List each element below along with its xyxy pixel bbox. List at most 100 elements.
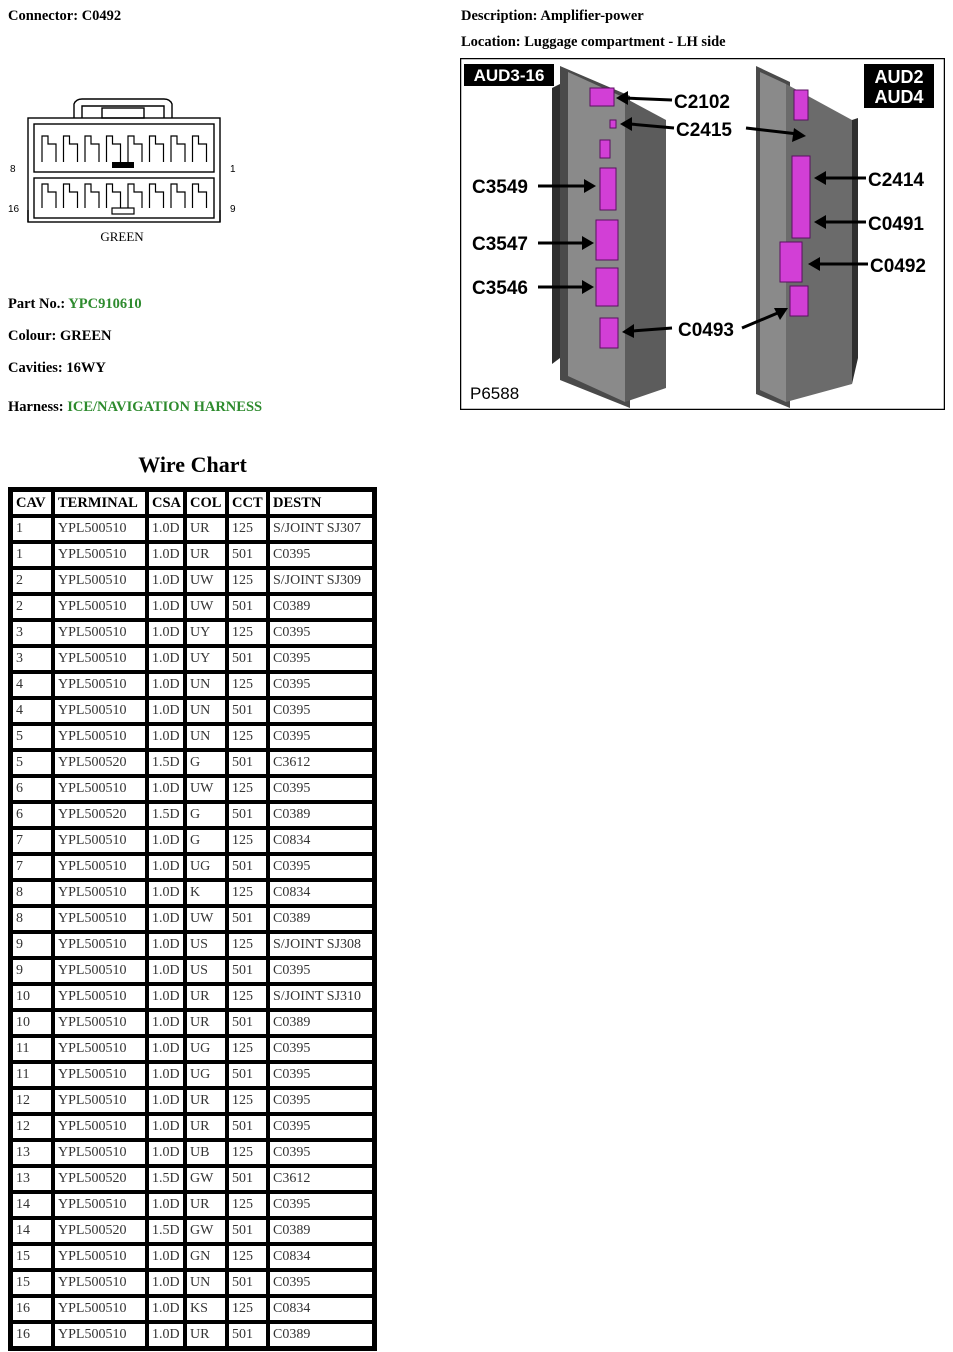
cell-col: GW <box>185 1218 227 1244</box>
cell-cct: 501 <box>227 1322 268 1348</box>
connector-value: C0492 <box>81 8 122 24</box>
callout-c3546: C3546 <box>472 278 528 299</box>
cell-col: UG <box>185 1036 227 1062</box>
cell-csa: 1.0D <box>147 1088 185 1114</box>
location-label: Location: <box>461 34 521 50</box>
cell-cct: 125 <box>227 672 268 698</box>
cell-destn: C0389 <box>268 906 374 932</box>
cell-destn: C0395 <box>268 1270 374 1296</box>
cell-cct: 125 <box>227 828 268 854</box>
cell-cct: 125 <box>227 932 268 958</box>
cell-destn: S/JOINT SJ310 <box>268 984 374 1010</box>
cell-col: UR <box>185 1010 227 1036</box>
callout-c3547: C3547 <box>472 234 528 255</box>
cell-col: UG <box>185 1062 227 1088</box>
part-no-line: Part No.: YPC910610 <box>8 296 142 313</box>
cell-destn: C0395 <box>268 1192 374 1218</box>
cell-cav: 9 <box>11 958 53 984</box>
cell-col: UW <box>185 594 227 620</box>
cell-cct: 501 <box>227 1218 268 1244</box>
cell-terminal: YPL500510 <box>53 1296 147 1322</box>
cell-terminal: YPL500510 <box>53 776 147 802</box>
col-col-header: COL <box>185 490 227 516</box>
cell-terminal: YPL500520 <box>53 1218 147 1244</box>
cell-cav: 11 <box>11 1036 53 1062</box>
cell-csa: 1.0D <box>147 958 185 984</box>
cell-col: G <box>185 802 227 828</box>
cell-destn: C0395 <box>268 724 374 750</box>
cell-terminal: YPL500510 <box>53 932 147 958</box>
callout-c3549: C3549 <box>472 177 528 198</box>
cell-terminal: YPL500510 <box>53 1322 147 1348</box>
col-csa-header: CSA <box>147 490 185 516</box>
cavities-value: 16WY <box>66 360 106 376</box>
cell-cct: 125 <box>227 568 268 594</box>
connector-pin <box>148 135 165 162</box>
cell-csa: 1.0D <box>147 724 185 750</box>
cell-cct: 125 <box>227 1192 268 1218</box>
connector-pin <box>127 183 143 208</box>
cell-col: UR <box>185 1114 227 1140</box>
cell-csa: 1.0D <box>147 672 185 698</box>
callout-c0493: C0493 <box>678 320 734 341</box>
cell-csa: 1.5D <box>147 1166 185 1192</box>
connector-line: Connector: C0492 <box>8 8 121 25</box>
cell-csa: 1.0D <box>147 1010 185 1036</box>
cell-destn: C0389 <box>268 1322 374 1348</box>
figure-ref: P6588 <box>470 384 519 403</box>
cell-terminal: YPL500510 <box>53 594 147 620</box>
cell-cct: 125 <box>227 776 268 802</box>
cell-cct: 125 <box>227 1140 268 1166</box>
cell-cct: 501 <box>227 542 268 568</box>
cell-cct: 125 <box>227 1244 268 1270</box>
connector-pin <box>62 183 79 208</box>
cell-destn: C0834 <box>268 1244 374 1270</box>
cell-col: UW <box>185 568 227 594</box>
cell-csa: 1.0D <box>147 828 185 854</box>
cell-col: UG <box>185 854 227 880</box>
cell-terminal: YPL500510 <box>53 906 147 932</box>
colour-value: GREEN <box>59 328 112 344</box>
callout-c0492: C0492 <box>870 256 926 277</box>
cell-cct: 125 <box>227 1088 268 1114</box>
cell-col: GN <box>185 1244 227 1270</box>
cell-cav: 9 <box>11 932 53 958</box>
cell-terminal: YPL500520 <box>53 1166 147 1192</box>
connector-pin <box>105 183 122 208</box>
callout-c0491: C0491 <box>868 214 924 235</box>
cell-csa: 1.0D <box>147 542 185 568</box>
cell-destn: C0395 <box>268 620 374 646</box>
cell-col: UR <box>185 516 227 542</box>
cell-destn: C0389 <box>268 802 374 828</box>
cell-col: UR <box>185 984 227 1010</box>
cell-cav: 2 <box>11 594 53 620</box>
colour-line: Colour: GREEN <box>8 328 112 345</box>
cell-cav: 16 <box>11 1322 53 1348</box>
cell-col: UY <box>185 646 227 672</box>
cell-col: US <box>185 932 227 958</box>
cell-col: UR <box>185 1192 227 1218</box>
cell-csa: 1.0D <box>147 1270 185 1296</box>
cell-terminal: YPL500510 <box>53 724 147 750</box>
cell-csa: 1.5D <box>147 802 185 828</box>
part-no-label: Part No.: <box>8 296 66 312</box>
cell-terminal: YPL500510 <box>53 568 147 594</box>
cell-csa: 1.0D <box>147 1322 185 1348</box>
connector-pin <box>170 183 186 208</box>
cell-terminal: YPL500510 <box>53 542 147 568</box>
cell-cav: 7 <box>11 854 53 880</box>
cell-col: K <box>185 880 227 906</box>
cell-csa: 1.0D <box>147 620 185 646</box>
connector-pin <box>84 135 100 162</box>
